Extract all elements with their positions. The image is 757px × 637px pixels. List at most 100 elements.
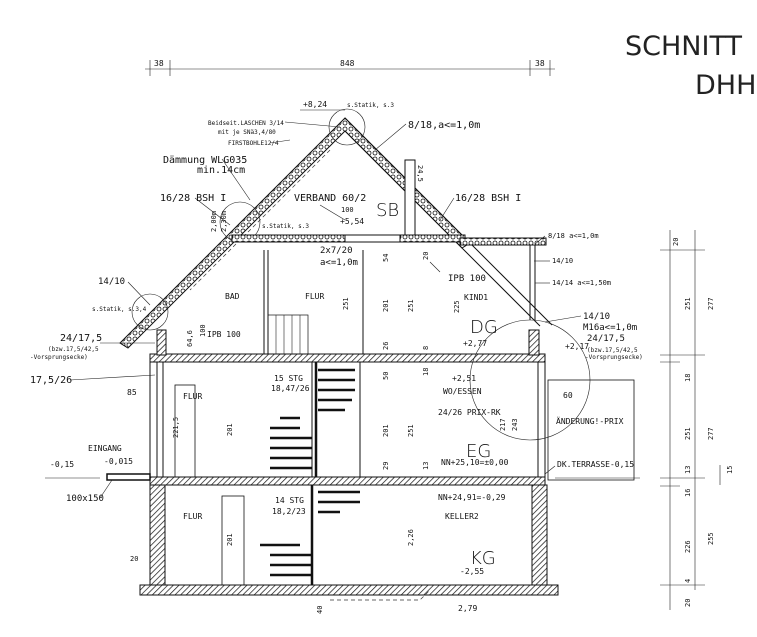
annotation: FIRSTBOHLE12/4	[228, 140, 279, 147]
annotation: 24/17,5	[60, 333, 102, 344]
dimension-label: 251	[684, 427, 692, 440]
dimension-label: 13	[684, 466, 692, 474]
annotation: 2x7/20	[320, 246, 353, 256]
annotation: 8/18 a<=1,0m	[548, 232, 599, 240]
annotation: 100x150	[66, 494, 104, 504]
dimension-label: 848	[340, 59, 355, 68]
dimension-label: 50	[382, 372, 390, 380]
dimension-label: 277	[707, 297, 715, 310]
elevation-label: -0,15	[50, 460, 74, 469]
annotation: 85	[127, 388, 137, 397]
elevation-label: -2,55	[460, 567, 484, 576]
elevation-label: -0,015	[104, 457, 133, 466]
foundation-outline	[330, 589, 431, 601]
annotation: s.Statik, s.3	[262, 223, 309, 230]
annotation: mit je SNä3,4/80	[218, 129, 276, 136]
dimension-label: 2,00m	[210, 211, 218, 232]
dimension-label: 18	[684, 374, 692, 382]
annotation: IPB 100	[207, 330, 241, 339]
annotation: ÄNDERUNG!-PRIX	[556, 416, 624, 426]
terrace-outline	[547, 379, 635, 481]
dimension-label: 16	[684, 489, 692, 497]
dimension-label: 217	[499, 418, 507, 431]
dimension-label: 4	[684, 579, 692, 583]
annotation: Beidseit.LASCHEN 3/14	[208, 120, 284, 127]
annotation: M16a<=1,0m	[583, 323, 637, 333]
elevation-label: +8,24	[303, 100, 327, 109]
attic-opening	[344, 234, 401, 243]
room-label: FLUR	[305, 292, 324, 301]
annotation: s.Statik, s.3,4	[92, 306, 147, 313]
dimension-label: 24,5	[416, 165, 424, 182]
room-label: BAD	[225, 292, 240, 301]
dimension-label: 251	[342, 297, 350, 310]
dimension-label: 13	[422, 462, 430, 470]
dimension-label: 226	[684, 540, 692, 553]
annotation: 100	[341, 206, 354, 214]
elevation-label: NN+25,10=±0,00	[441, 458, 509, 467]
annotation: DK.TERRASSE-0,15	[557, 460, 634, 469]
dimension-label: 20	[672, 238, 680, 246]
dimension-label: 100	[199, 324, 207, 337]
elevation-label: +2,17	[565, 342, 589, 351]
dimension-label: 8	[422, 346, 430, 350]
dimension-label: 255	[707, 532, 715, 545]
drawing-subtitle: DHH	[695, 70, 756, 101]
annotation: 40	[316, 606, 324, 614]
dimension-label: 20	[422, 252, 430, 260]
annotation: 24/17,5	[587, 334, 625, 344]
dimension-label: 2,26	[407, 529, 415, 546]
dimension-label: 243	[511, 418, 519, 431]
annotation: -Vorsprungsecke)	[585, 354, 643, 361]
stair-label: 18,2/23	[272, 507, 306, 516]
elevation-label: +5,54	[340, 217, 364, 226]
dimension-label: 225	[453, 300, 461, 313]
stair-label: 15 STG	[274, 374, 303, 383]
staircase	[260, 314, 360, 577]
annotation: 14/10	[98, 277, 125, 287]
leader-lines	[69, 121, 582, 499]
annotation: Dämmung WLG035	[163, 155, 247, 166]
dimension-label: 29	[382, 462, 390, 470]
dimension-label: 221,5	[172, 417, 180, 438]
detail-circle	[469, 319, 591, 441]
dimension-label: 15	[726, 466, 734, 474]
annotation: 17,5/26	[30, 375, 72, 386]
entrance-step	[106, 473, 151, 481]
dimension-label: 54	[382, 254, 390, 262]
room-label: KIND1	[464, 293, 488, 302]
dimension-label: 18	[422, 368, 430, 376]
stair-label: 18,47/26	[271, 384, 310, 393]
annotation: 8/18,a<=1,0m	[408, 120, 480, 131]
annotation: -Vorsprungsecke)	[30, 354, 88, 361]
room-label: EINGANG	[88, 444, 122, 453]
dimension-label: 201	[382, 299, 390, 312]
annotation: (bzw.17,5/42,5	[48, 346, 99, 353]
level-label-dg: DG	[470, 317, 498, 338]
annotation: VERBAND 60/2	[294, 193, 366, 204]
dimension-label: 251	[407, 299, 415, 312]
elevation-label: NN+24,91=-0,29	[438, 493, 506, 502]
level-label-sb: SB	[376, 200, 399, 221]
top-dimension-chain: 38 848 38	[145, 59, 555, 76]
dimension-label: 201	[226, 423, 234, 436]
dg-floor-slab	[149, 353, 546, 363]
eg-floor-slab	[149, 476, 546, 486]
dimension-label: 20	[684, 599, 692, 607]
room-label: FLUR	[183, 392, 202, 401]
annotation: 24/26 PRIX-RK	[438, 408, 501, 417]
level-label-kg: KG	[470, 548, 496, 569]
room-label: FLUR	[183, 512, 202, 521]
dimension-label: 38	[154, 59, 164, 68]
annotation: 16/28 BSH I	[455, 193, 521, 204]
kg-floor-slab	[139, 584, 559, 596]
annotation: 14/14 a<=1,50m	[552, 279, 611, 287]
annotation: 14/10	[552, 257, 573, 265]
annotation: a<=1,0m	[320, 258, 358, 268]
dimension-label: 26	[382, 342, 390, 350]
elevation-label: +2,51	[452, 374, 476, 383]
right-dimension-chain	[660, 230, 721, 610]
dimension-label: 201	[382, 424, 390, 437]
